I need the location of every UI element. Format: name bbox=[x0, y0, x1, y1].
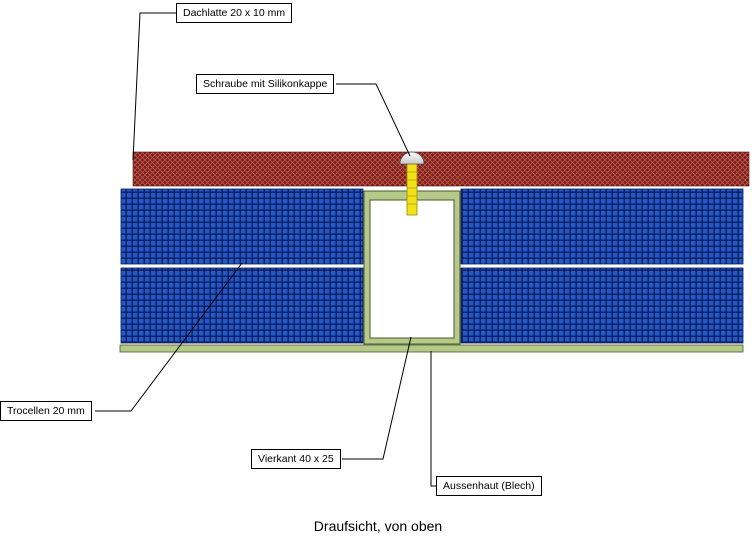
batten bbox=[132, 151, 750, 187]
insulation-block-top-right bbox=[460, 188, 744, 265]
outer-skin bbox=[119, 344, 744, 353]
label-skin: Aussenhaut (Blech) bbox=[436, 476, 542, 496]
square-tube-inner bbox=[369, 199, 455, 339]
leader-batten bbox=[132, 12, 176, 161]
label-tube: Vierkant 40 x 25 bbox=[251, 449, 341, 469]
leader-screw bbox=[336, 83, 411, 157]
label-batten: Dachlatte 20 x 10 mm bbox=[176, 3, 293, 23]
insulation-block-top-left bbox=[120, 188, 364, 265]
screw bbox=[399, 151, 425, 216]
insulation-block-bottom-left bbox=[120, 267, 364, 344]
label-insulation: Trocellen 20 mm bbox=[0, 401, 92, 421]
caption: Draufsicht, von oben bbox=[313, 518, 443, 534]
label-screw: Schraube mit Silikonkappe bbox=[196, 74, 335, 94]
leader-tube bbox=[342, 336, 412, 460]
insulation-block-bottom-right bbox=[460, 267, 744, 344]
leader-insulation bbox=[95, 262, 243, 412]
leader-skin bbox=[430, 351, 436, 487]
